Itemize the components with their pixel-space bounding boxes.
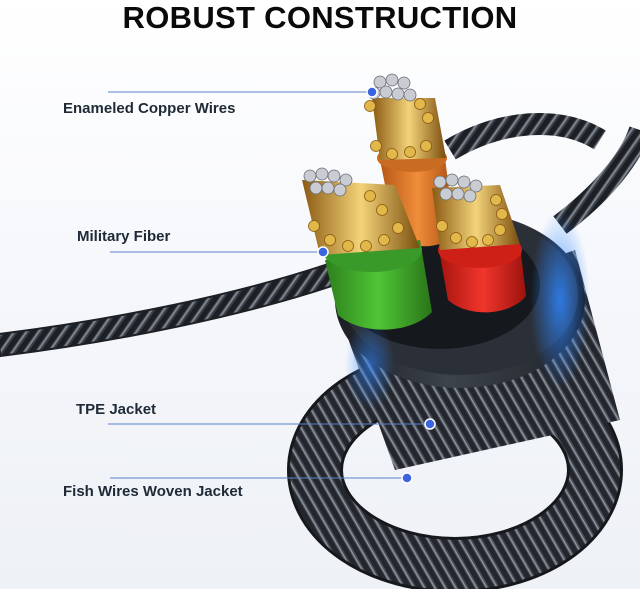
callout-label-tpe-jacket: TPE Jacket [76, 401, 157, 418]
callout-label-military-fiber: Military Fiber [77, 228, 171, 245]
callout-label-fish-wires-woven-jacket: Fish Wires Woven Jacket [63, 483, 243, 500]
callout-dot-icon [317, 246, 329, 258]
callout-dot-icon [366, 86, 378, 98]
callout-label-enameled-copper-wires: Enameled Copper Wires [63, 100, 236, 117]
callout-dot-icon [401, 472, 413, 484]
callout-dot-icon [424, 418, 436, 430]
page-title: ROBUST CONSTRUCTION [122, 0, 518, 35]
